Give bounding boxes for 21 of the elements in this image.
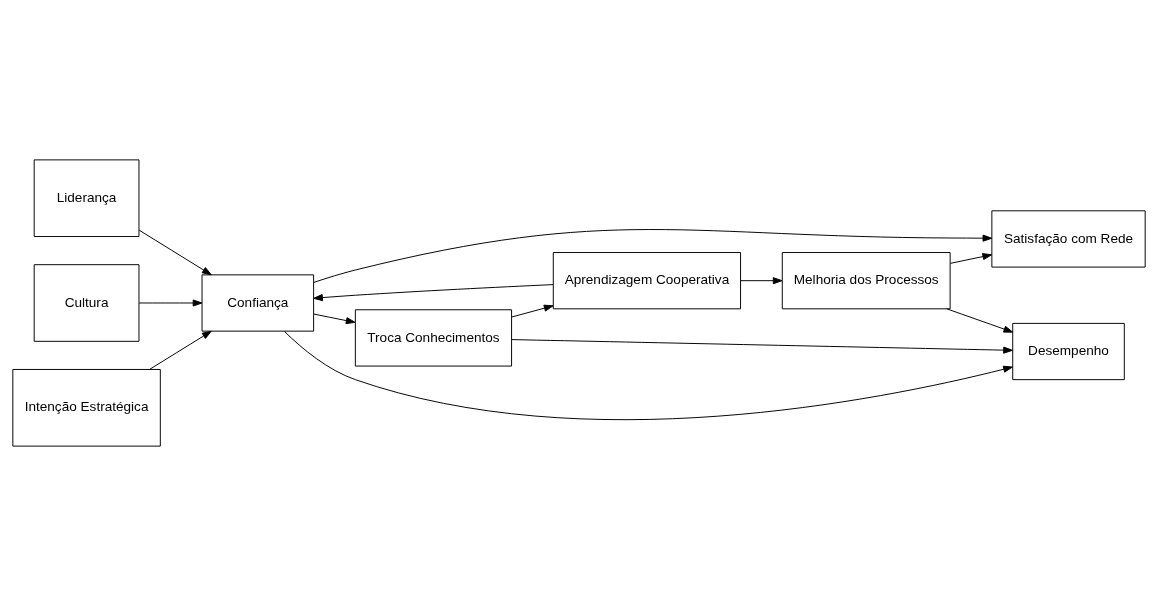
- arrow: [138, 229, 212, 275]
- arrow: [313, 228, 993, 283]
- arrow: [511, 338, 1013, 354]
- node-box: Desempenho: [1012, 322, 1125, 380]
- node-box: Aprendizagem Cooperativa: [552, 251, 742, 309]
- node-box: Troca Conhecimentos: [354, 308, 513, 367]
- arrow: [946, 307, 1014, 333]
- arrow: [138, 298, 203, 307]
- arrow: [313, 283, 554, 301]
- arrow: [149, 330, 212, 370]
- arrow: [283, 330, 1013, 420]
- arrow: [511, 304, 554, 317]
- node-box: Confiança: [201, 273, 315, 332]
- arrow: [949, 252, 993, 264]
- arrow: [740, 276, 783, 284]
- node-box: Intenção Estratégica: [12, 368, 161, 447]
- node-box: Melhoria dos Processos: [781, 251, 951, 309]
- node-box: Liderança: [33, 158, 140, 237]
- arrow: [313, 313, 356, 324]
- node-box: Cultura: [33, 263, 140, 342]
- node-box: Satisfação com Rede: [991, 209, 1146, 268]
